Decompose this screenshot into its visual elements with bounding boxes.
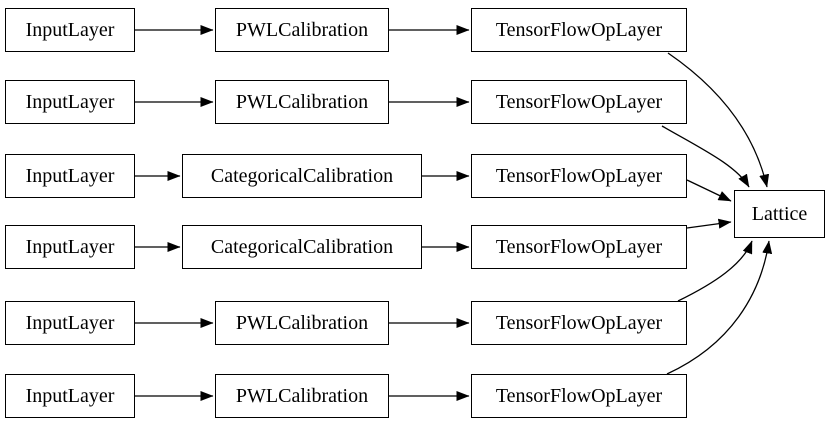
edge-op-to-lattice-5 (666, 240, 773, 375)
edge-op-to-lattice-2 (686, 179, 732, 202)
node-op-layer-0: TensorFlowOpLayer (471, 8, 687, 52)
node-lattice: Lattice (734, 190, 825, 238)
node-input-layer-4: InputLayer (5, 301, 135, 345)
edge-op-to-lattice-3 (686, 218, 732, 229)
node-input-layer-2: InputLayer (5, 154, 135, 198)
edge-op-to-lattice-4 (677, 240, 753, 302)
node-op-layer-1: TensorFlowOpLayer (471, 80, 687, 124)
node-input-layer-1: InputLayer (5, 80, 135, 124)
node-calibration-2: CategoricalCalibration (182, 154, 422, 198)
node-calibration-0: PWLCalibration (215, 8, 389, 52)
node-op-layer-3: TensorFlowOpLayer (471, 225, 687, 269)
node-calibration-1: PWLCalibration (215, 80, 389, 124)
node-input-layer-3: InputLayer (5, 225, 135, 269)
node-op-layer-5: TensorFlowOpLayer (471, 374, 687, 418)
edge-op-to-lattice-1 (661, 125, 750, 188)
edge-op-to-lattice-0 (667, 52, 770, 188)
node-op-layer-2: TensorFlowOpLayer (471, 154, 687, 198)
node-calibration-5: PWLCalibration (215, 374, 389, 418)
node-input-layer-0: InputLayer (5, 8, 135, 52)
node-op-layer-4: TensorFlowOpLayer (471, 301, 687, 345)
node-calibration-3: CategoricalCalibration (182, 225, 422, 269)
node-calibration-4: PWLCalibration (215, 301, 389, 345)
node-input-layer-5: InputLayer (5, 374, 135, 418)
